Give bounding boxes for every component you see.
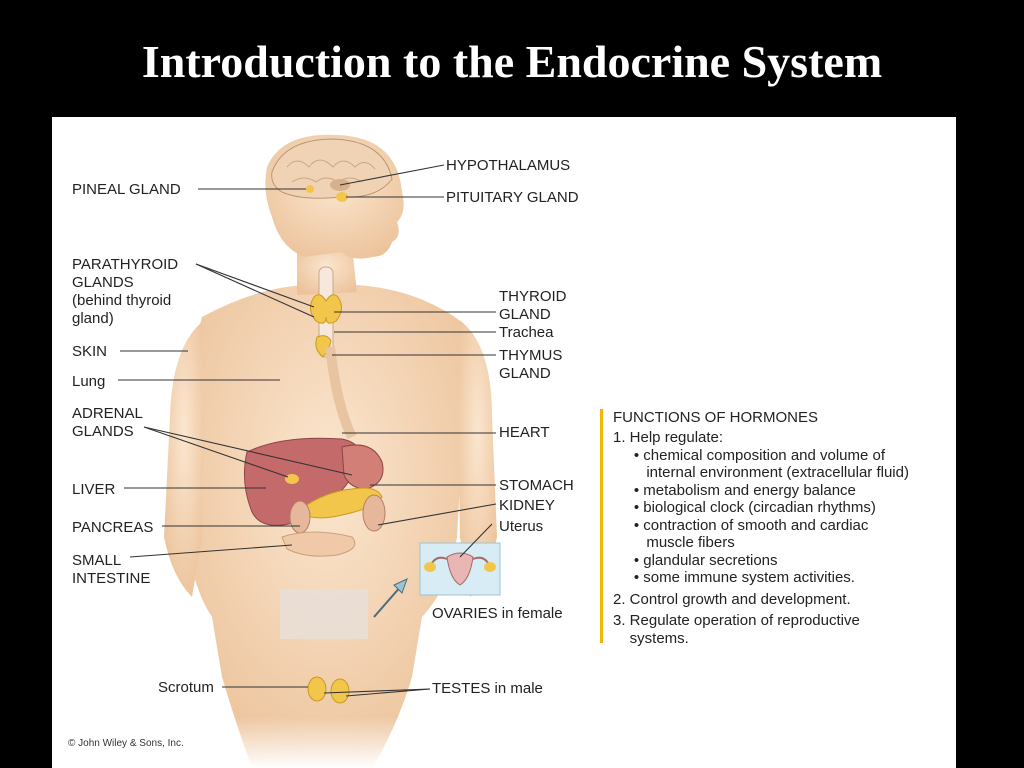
slide-title: Introduction to the Endocrine System xyxy=(141,36,883,87)
function-row: • some immune system activities. xyxy=(613,569,855,586)
stomach-shape xyxy=(341,444,384,490)
functions-of-hormones-box: FUNCTIONS OF HORMONES 1. Help regulate: … xyxy=(600,409,956,647)
label-hypothalamus: HYPOTHALAMUS xyxy=(446,157,571,174)
label-skin: SKIN xyxy=(72,343,108,360)
function-row: • contraction of smooth and cardiac xyxy=(613,516,869,534)
label-ovaries: OVARIES in female xyxy=(432,605,563,622)
inset-arrow xyxy=(373,584,403,618)
label-heart: HEART xyxy=(499,424,550,441)
label-adrenal-glands: ADRENAL GLANDS xyxy=(72,405,143,440)
label-lung: Lung xyxy=(72,373,106,390)
label-liver: LIVER xyxy=(72,481,116,498)
copyright-notice: © John Wiley & Sons, Inc. xyxy=(68,738,184,749)
function-row: systems. xyxy=(613,629,689,647)
pineal-gland-shape xyxy=(306,185,314,193)
testis-right xyxy=(330,678,350,704)
censor-box xyxy=(280,589,368,639)
function-row: • biological clock (circadian rhythms) xyxy=(613,499,876,516)
ovaries-inset xyxy=(419,542,501,596)
kidney-shape-left xyxy=(289,500,311,534)
label-pineal-gland: PINEAL GLAND xyxy=(72,181,181,198)
brain xyxy=(271,138,393,199)
label-pancreas: PANCREAS xyxy=(72,519,154,536)
pancreas-shape xyxy=(296,487,383,519)
function-row: • metabolism and energy balance xyxy=(613,481,856,499)
small-intestine-shape xyxy=(281,531,356,557)
testis-left xyxy=(307,676,327,702)
fade-bottom xyxy=(152,717,532,768)
leader-lines xyxy=(118,164,497,697)
label-pituitary-gland: PITUITARY GLAND xyxy=(446,189,579,206)
function-row: internal environment (extracellular flui… xyxy=(613,464,909,481)
anatomy-illustration xyxy=(118,134,532,768)
thyroid-shape xyxy=(310,294,342,324)
torso xyxy=(187,285,468,768)
function-row: 1. Help regulate: xyxy=(613,429,724,446)
label-testes: TESTES in male xyxy=(432,680,543,697)
adrenal-gland-shape xyxy=(285,474,299,484)
esophagus xyxy=(325,346,357,440)
label-scrotum: Scrotum xyxy=(158,679,214,696)
label-parathyroid-glands: PARATHYROID GLANDS (behind thyroid gland… xyxy=(72,256,179,327)
label-thyroid-gland: THYROID GLAND xyxy=(499,288,567,323)
functions-title: FUNCTIONS OF HORMONES xyxy=(613,409,818,426)
function-row: • glandular secretions xyxy=(613,551,778,569)
function-row: 3. Regulate operation of reproductive xyxy=(613,612,860,629)
function-row: muscle fibers xyxy=(613,534,735,551)
function-row: 2. Control growth and development. xyxy=(613,590,851,608)
function-row: • chemical composition and volume of xyxy=(613,446,886,464)
left-arm xyxy=(164,322,204,597)
pituitary-gland-shape xyxy=(336,192,348,202)
kidney-shape xyxy=(362,494,386,532)
label-uterus: Uterus xyxy=(499,518,544,535)
brain-folds xyxy=(286,159,376,183)
label-kidney: KIDNEY xyxy=(499,497,555,514)
label-stomach: STOMACH xyxy=(499,477,574,494)
label-trachea: Trachea xyxy=(499,324,554,341)
label-thymus-gland: THYMUS GLAND xyxy=(499,347,563,382)
label-small-intestine: SMALL INTESTINE xyxy=(72,552,151,587)
endocrine-diagram: HYPOTHALAMUS PINEAL GLAND PITUITARY GLAN… xyxy=(52,117,956,768)
